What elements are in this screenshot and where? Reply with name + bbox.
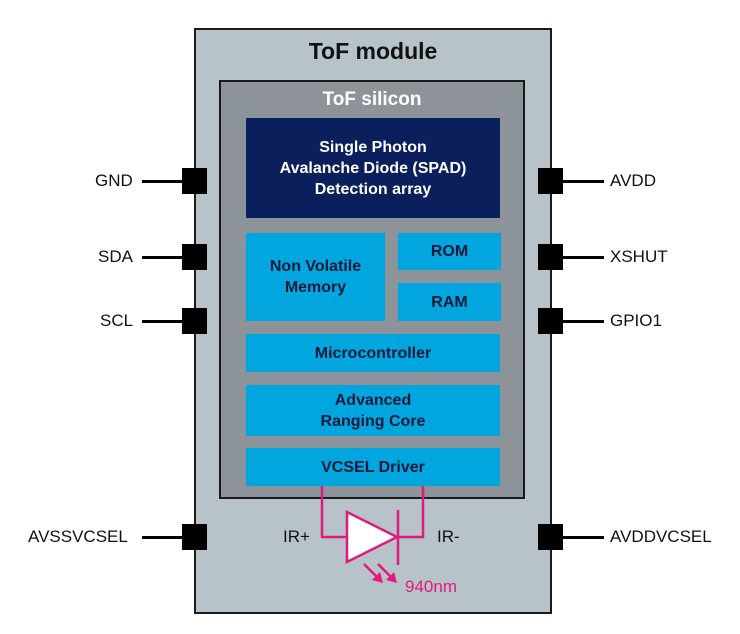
pin-label-gnd: GND xyxy=(95,171,133,190)
pin-label-avdd: AVDD xyxy=(610,171,656,190)
wavelength-label: 940nm xyxy=(405,577,457,596)
module-title: ToF module xyxy=(308,38,438,64)
cathode-wire xyxy=(398,486,425,539)
spad-array-block: Single Photon Avalanche Diode (SPAD) Det… xyxy=(246,118,500,218)
silicon-title: ToF silicon xyxy=(322,89,422,110)
ir-plus-label: IR+ xyxy=(283,527,310,546)
pin-wire-avddvcsel xyxy=(562,536,604,539)
pin-pad-avdd xyxy=(538,168,563,194)
pin-pad-gnd xyxy=(182,168,207,194)
pin-pad-avddvcsel xyxy=(538,524,563,550)
anode-wire xyxy=(320,486,347,539)
pin-wire-xshut xyxy=(562,256,604,259)
ir-minus-label: IR- xyxy=(437,527,460,546)
microcontroller-block: Microcontroller xyxy=(246,334,500,372)
pin-label-xshut: XSHUT xyxy=(610,247,668,266)
emission-arrowhead-2 xyxy=(386,572,397,583)
pin-wire-gnd xyxy=(142,180,184,183)
pin-pad-xshut xyxy=(538,244,563,270)
pin-pad-avssvcsel xyxy=(182,524,207,550)
pin-label-sda: SDA xyxy=(98,247,133,266)
pin-wire-scl xyxy=(142,320,184,323)
pin-wire-avdd xyxy=(562,180,604,183)
pin-label-avddvcsel: AVDDVCSEL xyxy=(610,527,712,546)
ram-block: RAM xyxy=(398,283,501,321)
pin-label-avssvcsel: AVSSVCSEL xyxy=(28,527,128,546)
pin-pad-scl xyxy=(182,308,207,334)
emission-arrowhead-1 xyxy=(372,572,383,583)
ranging-core-block: Advanced Ranging Core xyxy=(246,385,500,436)
pin-pad-sda xyxy=(182,244,207,270)
diode-triangle-icon xyxy=(345,509,400,565)
pin-wire-avssvcsel xyxy=(142,536,184,539)
pin-label-gpio1: GPIO1 xyxy=(610,311,662,330)
pin-wire-gpio1 xyxy=(562,320,604,323)
pin-pad-gpio1 xyxy=(538,308,563,334)
rom-block: ROM xyxy=(398,233,501,270)
nvm-block: Non Volatile Memory xyxy=(246,233,385,321)
pin-label-scl: SCL xyxy=(100,311,134,330)
pin-wire-sda xyxy=(142,256,184,259)
vcsel-driver-block: VCSEL Driver xyxy=(246,448,500,486)
